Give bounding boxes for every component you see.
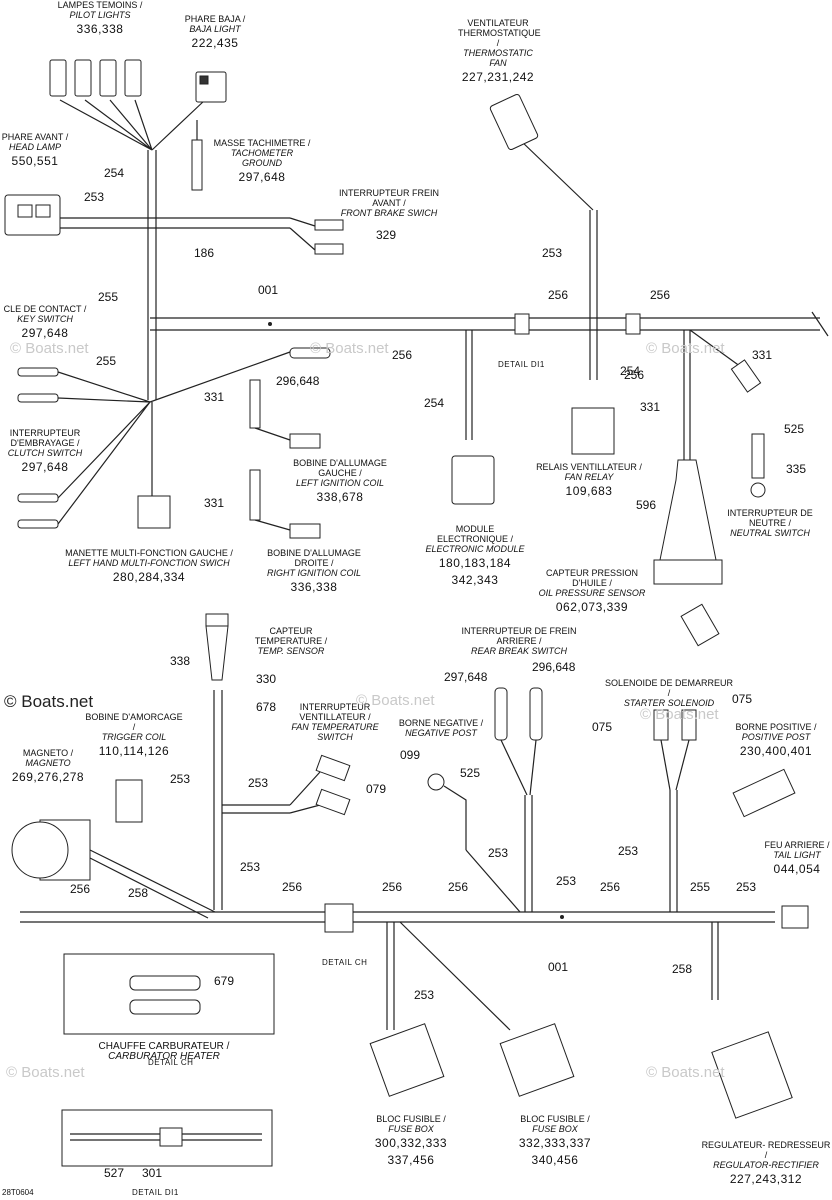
- ref-number: 331: [640, 400, 661, 414]
- callout-rear-brake-switch: INTERRUPTEUR DE FREIN ARRIERE /REAR BREA…: [461, 626, 577, 656]
- ref-number: 330: [256, 672, 277, 686]
- ref-number: 329: [376, 228, 397, 242]
- ref-number: 335: [786, 462, 807, 476]
- ref-number: 258: [128, 886, 149, 900]
- ref-number: 331: [204, 496, 225, 510]
- ref-number: 186: [194, 246, 215, 260]
- watermark: © Boats.net: [356, 692, 435, 709]
- ref-number: 079: [366, 782, 387, 796]
- ref-number: 253: [542, 246, 563, 260]
- brand-watermark: © Boats.net: [4, 692, 94, 711]
- ref-number: 001: [258, 283, 279, 297]
- ref-number: 331: [752, 348, 773, 362]
- ref-number: 253: [414, 988, 435, 1002]
- ref-number: 527: [104, 1166, 125, 1180]
- ref-number: 256: [650, 288, 671, 302]
- ref-number: 253: [240, 860, 261, 874]
- ref-number: 256: [624, 368, 645, 382]
- ref-number: 255: [96, 354, 117, 368]
- ref-number: 001: [548, 960, 569, 974]
- ref-number: 253: [170, 772, 191, 786]
- ref-number: 679: [214, 974, 235, 988]
- detail-label-ch: DETAIL CH: [322, 958, 368, 967]
- ref-number: 297,648: [444, 670, 488, 684]
- watermark: © Boats.net: [310, 340, 389, 357]
- ref-number: 254: [620, 364, 641, 378]
- watermark: © Boats.net: [646, 340, 725, 357]
- watermark: © Boats.net: [6, 1064, 85, 1081]
- callout-left-ignition-coil: BOBINE D'ALLUMAGE GAUCHE /LEFT IGNITION …: [293, 458, 387, 504]
- watermark: © Boats.net: [10, 340, 89, 357]
- ref-number: 296,648: [532, 660, 576, 674]
- callout-regulator-rectifier: REGULATEUR- REDRESSEUR /REGULATOR-RECTIF…: [701, 1140, 831, 1186]
- callout-carburator-heater: CHAUFFE CARBURATEUR /CARBURATOR HEATER: [98, 1041, 230, 1062]
- ref-number: 256: [392, 348, 413, 362]
- callout-right-ignition-coil: BOBINE D'ALLUMAGE DROITE /RIGHT IGNITION…: [266, 548, 361, 594]
- callout-front-brake-switch: INTERRUPTEUR FREIN AVANT /FRONT BRAKE SW…: [338, 188, 439, 218]
- callout-left-hand-switch: MANETTE MULTI-FONCTION GAUCHE /LEFT HAND…: [65, 548, 233, 584]
- detail-label-di1: DETAIL DI1: [498, 360, 545, 369]
- ref-number: 255: [98, 290, 119, 304]
- ref-number: 254: [424, 396, 445, 410]
- ref-number: 253: [84, 190, 105, 204]
- ref-number: 254: [104, 166, 125, 180]
- callout-starter-solenoid: SOLENOIDE DE DEMARREUR /STARTER SOLENOID: [604, 678, 734, 708]
- watermark: © Boats.net: [646, 1064, 725, 1081]
- callout-fan-temperature-switch: INTERRUPTEUR VENTILLATEUR /FAN TEMPERATU…: [291, 702, 379, 742]
- drawing-code: 28T0604: [2, 1188, 34, 1197]
- ref-number: 338: [170, 654, 191, 668]
- ref-number: 253: [618, 844, 639, 858]
- ref-number: 596: [636, 498, 657, 512]
- detail-box-ch-label: DETAIL CH: [148, 1058, 194, 1067]
- ref-number: 525: [784, 422, 805, 436]
- ref-number: 256: [382, 880, 403, 894]
- ref-number: 331: [204, 390, 225, 404]
- ref-number: 075: [732, 692, 753, 706]
- ref-number: 258: [672, 962, 693, 976]
- callout-neutral-switch: INTERRUPTEUR DE NEUTRE /NEUTRAL SWITCH: [727, 508, 813, 538]
- detail-box-di1-label: DETAIL DI1: [132, 1188, 179, 1197]
- ref-number: 256: [282, 880, 303, 894]
- ref-number: 678: [256, 700, 277, 714]
- ref-number: 256: [548, 288, 569, 302]
- ref-number: 253: [488, 846, 509, 860]
- callout-temp-sensor: CAPTEUR TEMPERATURE /TEMP. SENSOR: [254, 626, 328, 656]
- ref-number: 253: [248, 776, 269, 790]
- ref-number: 256: [70, 882, 91, 896]
- ref-number: 253: [556, 874, 577, 888]
- ref-number: 256: [448, 880, 469, 894]
- ref-number: 256: [600, 880, 621, 894]
- watermark: © Boats.net: [640, 706, 719, 723]
- ref-number: 296,648: [276, 374, 320, 388]
- ref-number: 525: [460, 766, 481, 780]
- ref-number: 099: [400, 748, 421, 762]
- ref-number: 301: [142, 1166, 163, 1180]
- callout-negative-post: BORNE NEGATIVE /NEGATIVE POST: [398, 718, 484, 738]
- ref-number: 075: [592, 720, 613, 734]
- callout-oil-pressure-sensor: CAPTEUR PRESSION D'HUILE /OIL PRESSURE S…: [538, 568, 646, 614]
- callout-thermostatic-fan: VENTILATEUR THERMOSTATIQUE /THERMOSTATIC…: [458, 18, 541, 84]
- ref-number: 255: [690, 880, 711, 894]
- ref-number: 253: [736, 880, 757, 894]
